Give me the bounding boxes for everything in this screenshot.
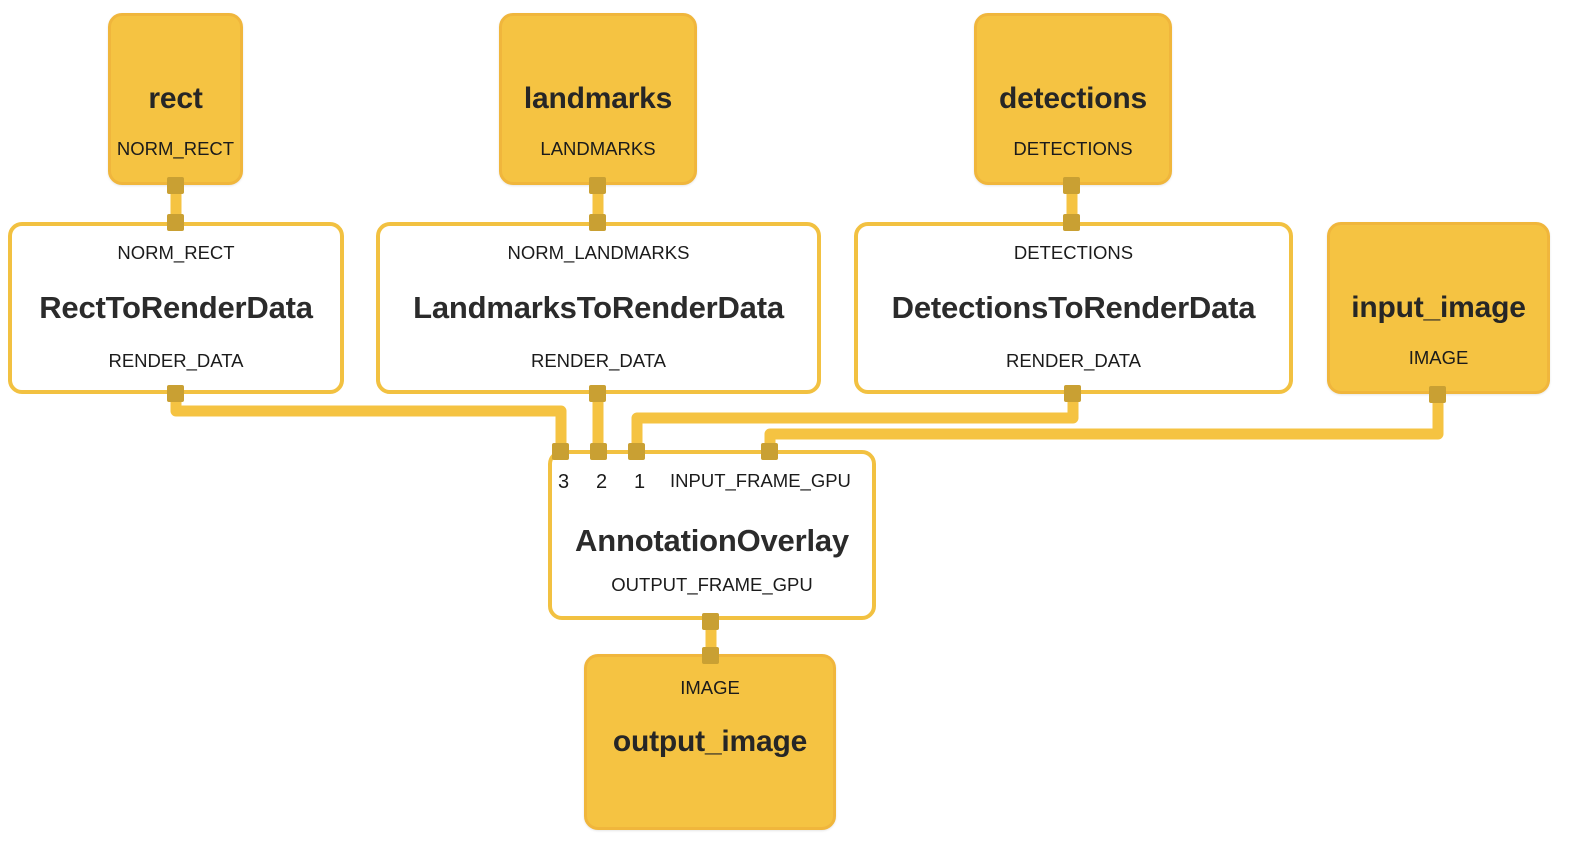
port-landmarks-output[interactable] xyxy=(589,177,606,194)
port-overlay-input-1[interactable] xyxy=(628,443,645,460)
node-rect-to-render-data-input-port-label: NORM_RECT xyxy=(117,242,235,263)
node-output-image-input-port-label: IMAGE xyxy=(680,677,740,698)
port-detections-to-render-data-input[interactable] xyxy=(1063,214,1080,231)
port-overlay-output-frame-gpu[interactable] xyxy=(702,613,719,630)
node-detections[interactable]: detections DETECTIONS xyxy=(974,13,1172,185)
port-overlay-input-frame-gpu[interactable] xyxy=(761,443,778,460)
port-landmarks-to-render-data-input[interactable] xyxy=(589,214,606,231)
node-annotation-overlay[interactable]: 3 2 1 INPUT_FRAME_GPU AnnotationOverlay … xyxy=(548,450,876,620)
node-detections-to-render-data-input-port-label: DETECTIONS xyxy=(1013,242,1134,263)
node-landmarks-to-render-data-title: LandmarksToRenderData xyxy=(413,289,784,325)
node-rect-to-render-data-output-port-label: RENDER_DATA xyxy=(108,349,244,371)
wire-recttorenderdata-to-overlay-3 xyxy=(170,393,567,450)
wire-inputimage-to-overlay-inputframegpu xyxy=(764,393,1444,450)
port-rect-output[interactable] xyxy=(167,177,184,194)
port-detections-to-render-data-output[interactable] xyxy=(1064,385,1081,402)
node-landmarks-to-render-data-input-port-label: NORM_LANDMARKS xyxy=(507,242,690,263)
node-output-image[interactable]: IMAGE output_image xyxy=(584,654,836,830)
port-overlay-input-2[interactable] xyxy=(590,443,607,460)
node-rect-title: rect xyxy=(148,82,203,116)
port-output-image-input[interactable] xyxy=(702,647,719,664)
node-input-image[interactable]: input_image IMAGE xyxy=(1327,222,1550,394)
node-rect-to-render-data[interactable]: NORM_RECT RectToRenderData RENDER_DATA xyxy=(8,222,344,394)
node-output-image-title: output_image xyxy=(612,725,808,759)
port-rect-to-render-data-output[interactable] xyxy=(167,385,184,402)
port-input-image-output[interactable] xyxy=(1429,386,1446,403)
overlay-input-index-1: 1 xyxy=(634,471,646,493)
node-landmarks-to-render-data[interactable]: NORM_LANDMARKS LandmarksToRenderData REN… xyxy=(376,222,821,394)
port-overlay-input-3[interactable] xyxy=(552,443,569,460)
node-input-image-output-port-label: IMAGE xyxy=(1408,346,1469,368)
node-landmarks-to-render-data-output-port-label: RENDER_DATA xyxy=(530,349,666,371)
node-landmarks-output-port-label: LANDMARKS xyxy=(540,137,656,159)
node-detections-to-render-data[interactable]: DETECTIONS DetectionsToRenderData RENDER… xyxy=(854,222,1293,394)
node-detections-title: detections xyxy=(998,82,1148,116)
port-detections-output[interactable] xyxy=(1063,177,1080,194)
overlay-output-frame-gpu-label: OUTPUT_FRAME_GPU xyxy=(611,573,813,595)
node-input-image-title: input_image xyxy=(1351,291,1526,325)
node-rect-to-render-data-title: RectToRenderData xyxy=(39,289,313,325)
node-landmarks[interactable]: landmarks LANDMARKS xyxy=(499,13,697,185)
node-landmarks-title: landmarks xyxy=(523,82,673,116)
wire-detectionstorenderdata-to-overlay-1 xyxy=(631,393,1079,450)
node-detections-to-render-data-output-port-label: RENDER_DATA xyxy=(1005,349,1141,371)
port-landmarks-to-render-data-output[interactable] xyxy=(589,385,606,402)
node-annotation-overlay-title: AnnotationOverlay xyxy=(575,522,849,558)
overlay-input-index-3: 3 xyxy=(558,471,570,493)
node-rect-output-port-label: NORM_RECT xyxy=(116,137,235,159)
overlay-input-index-2: 2 xyxy=(596,471,608,493)
port-rect-to-render-data-input[interactable] xyxy=(167,214,184,231)
overlay-input-frame-gpu-label: INPUT_FRAME_GPU xyxy=(670,470,851,491)
node-rect[interactable]: rect NORM_RECT xyxy=(108,13,243,185)
node-detections-output-port-label: DETECTIONS xyxy=(1013,137,1133,159)
node-detections-to-render-data-title: DetectionsToRenderData xyxy=(891,289,1256,325)
